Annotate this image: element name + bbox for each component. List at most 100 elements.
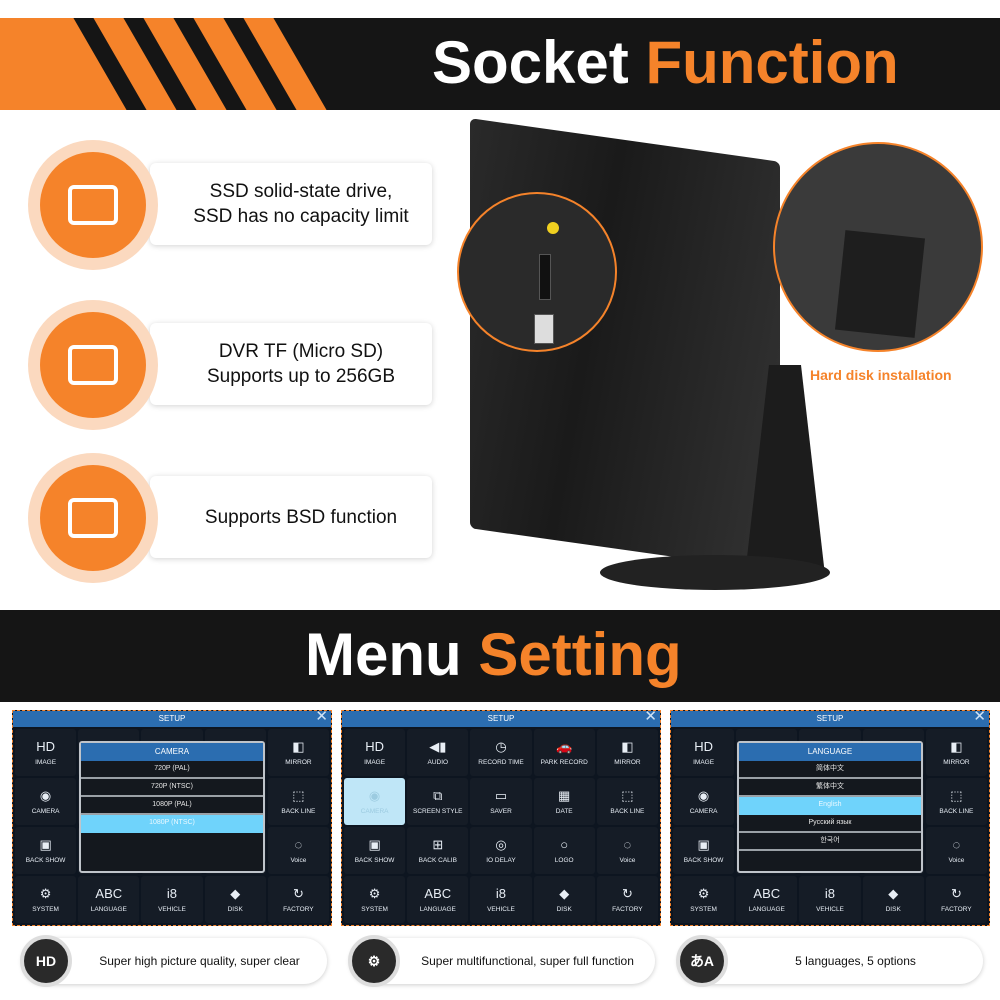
- close-icon[interactable]: ✕: [644, 710, 657, 725]
- dialog-option[interactable]: 720P (PAL): [81, 761, 263, 779]
- dialog-option[interactable]: Русский язык: [739, 815, 921, 833]
- setup-item-icon: ⧉: [433, 787, 443, 803]
- socket-function-header: Socket Function: [0, 18, 1000, 110]
- setup-item[interactable]: ◆DISK: [204, 876, 266, 923]
- setup-item-label: LANGUAGE: [90, 905, 127, 913]
- setup-item[interactable]: ◌Voice: [267, 827, 329, 874]
- dialog-option[interactable]: 1080P (PAL): [81, 797, 263, 815]
- setup-item[interactable]: ▦DATE: [533, 778, 595, 825]
- setup-item[interactable]: ⧉SCREEN STYLE: [407, 778, 469, 825]
- setup-item-icon: ⚙: [39, 885, 52, 901]
- feature-text-box: Supports BSD function: [150, 476, 432, 558]
- setup-item-icon: ◀▮: [429, 738, 447, 754]
- setup-item-label: LANGUAGE: [419, 905, 456, 913]
- setup-item[interactable]: ◌Voice: [925, 827, 987, 874]
- feature-text: DVR TF (Micro SD)Supports up to 256GB: [207, 339, 395, 389]
- setup-item[interactable]: ◆DISK: [862, 876, 924, 923]
- setup-item-label: MIRROR: [285, 758, 312, 766]
- setup-item-label: Voice: [948, 856, 965, 864]
- setup-item[interactable]: ↻FACTORY: [267, 876, 329, 923]
- setup-item[interactable]: ↻FACTORY: [925, 876, 987, 923]
- setup-item[interactable]: ○ LOGO: [533, 827, 595, 874]
- setup-item-label: BACK SHOW: [354, 856, 395, 864]
- menu-setting-header: Menu Setting: [0, 610, 1000, 702]
- setup-item[interactable]: ▭SAVER: [470, 778, 532, 825]
- setup-item-label: MIRROR: [943, 758, 970, 766]
- gears-icon: ⚙: [348, 935, 400, 987]
- section-title: Menu Setting: [305, 621, 682, 688]
- setup-item[interactable]: ⚙SYSTEM: [15, 876, 77, 923]
- close-icon[interactable]: ✕: [315, 710, 328, 725]
- setup-item[interactable]: ⬚BACK LINE: [596, 778, 658, 825]
- setup-item-icon: ▣: [697, 836, 710, 852]
- feature-line-1: SSD solid-state drive,: [209, 181, 393, 202]
- dialog-option[interactable]: 720P (NTSC): [81, 779, 263, 797]
- setup-item-label: SAVER: [490, 807, 512, 815]
- hard-disk-caption: Hard disk installation: [810, 367, 952, 383]
- setup-item-label: IMAGE: [693, 758, 715, 766]
- setup-item-label: BACK LINE: [939, 807, 974, 815]
- setup-item-icon: ○: [560, 836, 569, 852]
- setup-item-label: DISK: [227, 905, 243, 913]
- setup-item-label: LANGUAGE: [748, 905, 785, 913]
- feature-line-2: SSD has no capacity limit: [193, 206, 409, 227]
- translate-icon: あA: [676, 935, 728, 987]
- setup-item[interactable]: ⬚BACK LINE: [925, 778, 987, 825]
- dialog-option[interactable]: 简体中文: [739, 761, 921, 779]
- setup-item-label: LOGO: [554, 856, 574, 864]
- setup-item[interactable]: ◀▮AUDIO: [407, 729, 469, 776]
- setup-item[interactable]: ◧MIRROR: [596, 729, 658, 776]
- page-title: Socket Function: [432, 29, 899, 96]
- feature-line-1: DVR TF (Micro SD): [218, 341, 384, 362]
- setup-item[interactable]: ⊞BACK CALIB: [407, 827, 469, 874]
- setup-item[interactable]: ▣BACK SHOW: [344, 827, 406, 874]
- dialog-option[interactable]: English: [739, 797, 921, 815]
- setup-item[interactable]: ◷RECORD TIME: [470, 729, 532, 776]
- setup-item-label: FACTORY: [612, 905, 643, 913]
- setup-item-label: DISK: [885, 905, 901, 913]
- setup-item[interactable]: ⚙SYSTEM: [344, 876, 406, 923]
- setup-item[interactable]: ◉CAMERA: [15, 778, 77, 825]
- setup-item-icon: ◆: [559, 885, 570, 901]
- setup-item[interactable]: ⬚BACK LINE: [267, 778, 329, 825]
- setup-item[interactable]: ▣BACK SHOW: [15, 827, 77, 874]
- dialog-option[interactable]: 1080P (NTSC): [81, 815, 263, 833]
- setup-item-label: MIRROR: [614, 758, 641, 766]
- setup-item-icon: ABC: [424, 885, 452, 901]
- setup-item[interactable]: ABC LANGUAGE: [407, 876, 469, 923]
- setup-item[interactable]: ◌Voice: [596, 827, 658, 874]
- setup-item-icon: ▦: [558, 787, 571, 803]
- setup-item[interactable]: ◎IO DELAY: [470, 827, 532, 874]
- setup-item-label: VEHICLE: [158, 905, 186, 913]
- dialog-option[interactable]: 繁体中文: [739, 779, 921, 797]
- setup-item-label: CAMERA: [689, 807, 718, 815]
- setup-item[interactable]: ◆DISK: [533, 876, 595, 923]
- feature-line-1: Supports BSD function: [204, 506, 398, 528]
- setup-item[interactable]: ⚙SYSTEM: [673, 876, 735, 923]
- setup-item-icon: ⊞: [432, 836, 444, 852]
- dialog-title: LANGUAGE: [739, 743, 921, 761]
- hd-monitor-icon: HD: [20, 935, 72, 987]
- setup-item[interactable]: ◧MIRROR: [267, 729, 329, 776]
- setup-item[interactable]: ◉CAMERA: [673, 778, 735, 825]
- dialog-option[interactable]: 한국어: [739, 833, 921, 851]
- setup-item[interactable]: ◧MIRROR: [925, 729, 987, 776]
- setup-item[interactable]: ◉CAMERA: [344, 778, 406, 825]
- setup-item-icon: ⚙: [368, 885, 381, 901]
- feature-item: DVR TF (Micro SD)Supports up to 256GB: [28, 300, 432, 430]
- setup-item-label: VEHICLE: [816, 905, 844, 913]
- setup-item[interactable]: ↻FACTORY: [596, 876, 658, 923]
- close-icon[interactable]: ✕: [973, 710, 986, 725]
- setup-item[interactable]: ▣BACK SHOW: [673, 827, 735, 874]
- setup-item[interactable]: 🚗PARK RECORD: [533, 729, 595, 776]
